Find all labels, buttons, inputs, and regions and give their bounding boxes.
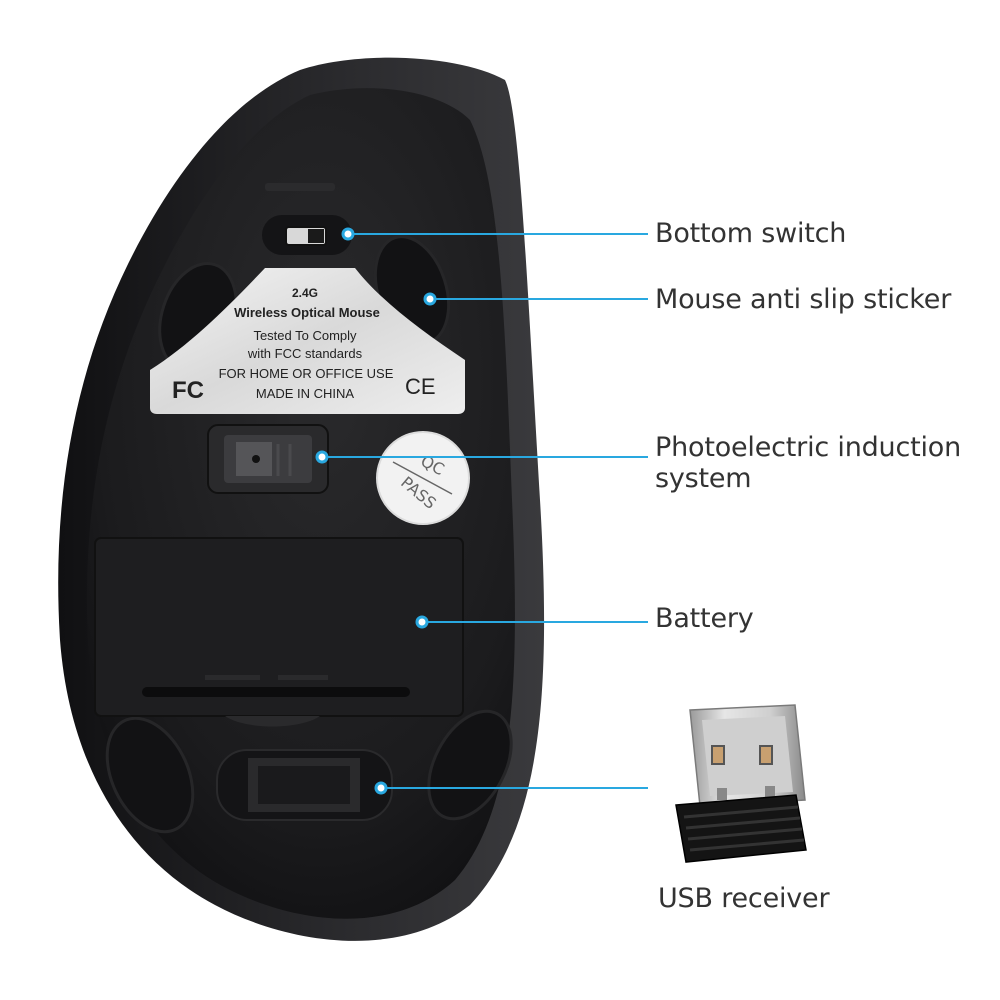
- usb-receiver: [675, 704, 807, 863]
- fcc-mark: FC: [172, 377, 204, 404]
- anti-slip-foot-bottom-right: [427, 709, 513, 821]
- battery-embossed-2: [278, 675, 328, 680]
- callout-dot-anti-slip: [423, 292, 437, 306]
- sticker-product: Wireless Optical Mouse: [234, 305, 380, 320]
- usb-plastic-housing: [675, 794, 807, 863]
- ce-mark: CE: [405, 374, 436, 399]
- label-photoelectric-line2: system: [655, 463, 752, 494]
- usb-contact-2: [759, 745, 773, 765]
- callout-dot-receiver: [374, 781, 388, 795]
- callout-dot-switch: [341, 227, 355, 241]
- switch-slider: [308, 229, 324, 243]
- sticker-line1: Tested To Comply: [253, 328, 357, 343]
- sticker-line3: FOR HOME OR OFFICE USE: [219, 366, 394, 381]
- label-sticker: [150, 268, 465, 414]
- qc-divider: [392, 461, 453, 495]
- callout-dot-battery: [415, 615, 429, 629]
- label-battery: Battery: [655, 603, 754, 634]
- callout-lines: [322, 233, 648, 789]
- usb-contact-3: [717, 788, 727, 800]
- sensor-lens: [252, 455, 260, 463]
- embossed-text: [265, 183, 335, 191]
- usb-contact-4: [765, 786, 775, 798]
- label-usb-receiver: USB receiver: [658, 883, 830, 914]
- label-anti-slip-sticker: Mouse anti slip sticker: [655, 284, 952, 315]
- label-photoelectric-line1: Photoelectric induction: [655, 432, 962, 463]
- usb-connector-face: [702, 716, 793, 796]
- callout-dot-sensor: [315, 450, 329, 464]
- sticker-line4: MADE IN CHINA: [256, 386, 355, 401]
- receiver-slot-bay: [258, 766, 350, 804]
- callout-dots: [315, 227, 437, 795]
- battery-cover-notch: [225, 716, 320, 727]
- sticker-line2: with FCC standards: [247, 346, 363, 361]
- usb-contact-1: [711, 745, 725, 765]
- anti-slip-foot-bottom-left: [105, 716, 195, 834]
- usb-housing-ridges: [683, 805, 805, 852]
- label-bottom-switch: Bottom switch: [655, 218, 847, 249]
- battery-embossed-1: [205, 675, 260, 680]
- battery-cover-slot: [142, 687, 410, 697]
- sticker-band: 2.4G: [292, 286, 318, 300]
